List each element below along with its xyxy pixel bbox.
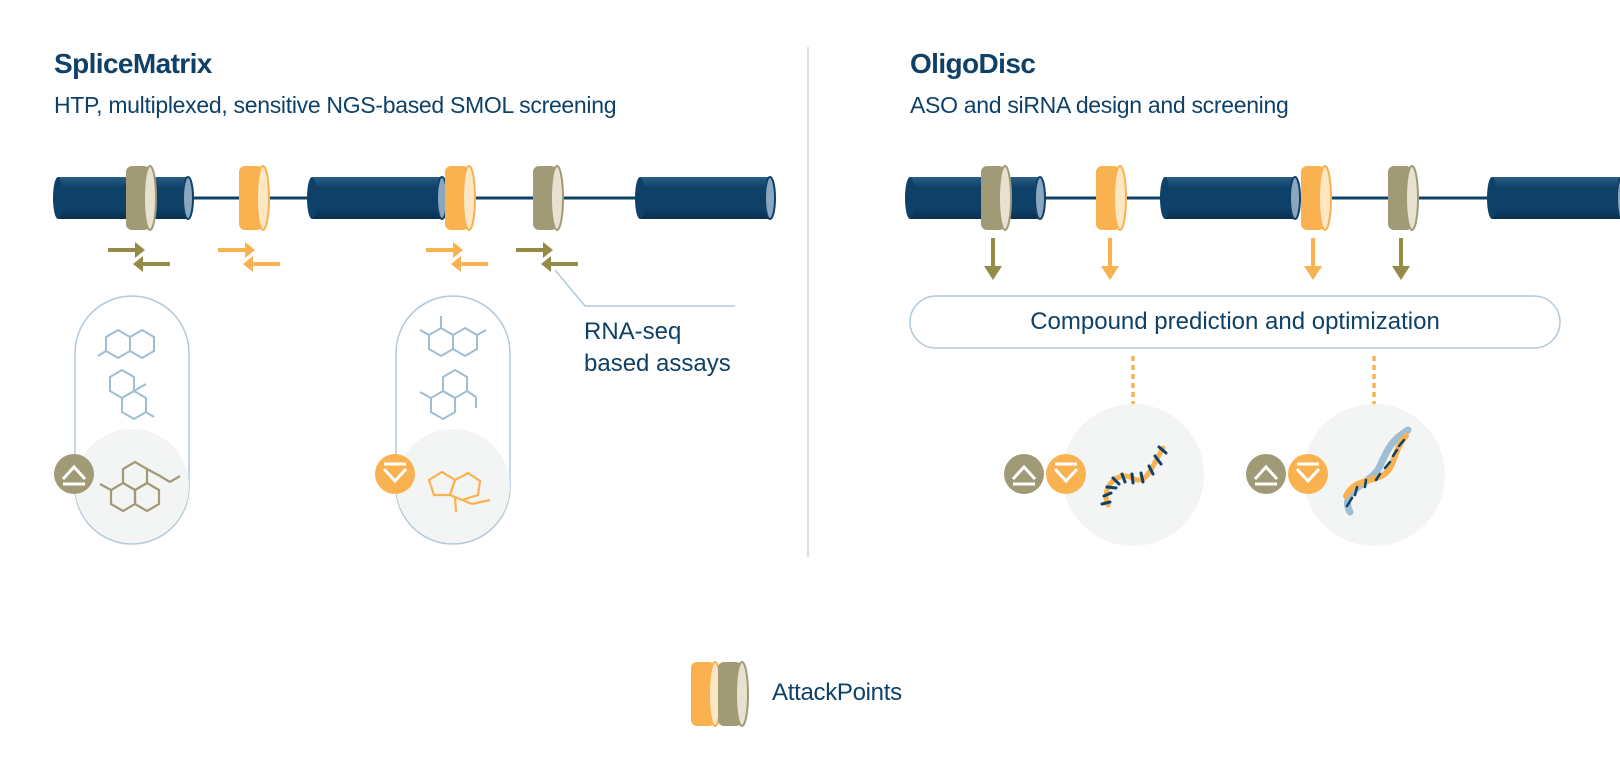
molecule-icon bbox=[419, 368, 477, 421]
attack-point-orange bbox=[1300, 165, 1332, 231]
down-arrow-orange bbox=[1302, 236, 1324, 282]
molecule-icon bbox=[427, 470, 491, 513]
oligo-result-2 bbox=[1244, 404, 1445, 546]
callout-line-1: RNA-seq bbox=[584, 318, 682, 345]
attack-point-orange bbox=[444, 165, 476, 231]
compound-prediction-box bbox=[909, 295, 1561, 349]
primer-pair-olive bbox=[106, 240, 172, 274]
rna-strand-icon bbox=[1100, 445, 1168, 508]
down-arrow-icon bbox=[1286, 452, 1330, 496]
down-arrow-olive bbox=[1390, 236, 1412, 282]
exon bbox=[1159, 176, 1301, 220]
right-panel-title: OligoDisc bbox=[910, 48, 1036, 79]
attack-point-orange bbox=[238, 165, 270, 231]
exon bbox=[52, 176, 194, 220]
compound-capsule-2 bbox=[373, 295, 511, 545]
up-arrow-icon bbox=[52, 452, 96, 496]
rna-seq-callout: RNA-seq based assays bbox=[584, 316, 731, 380]
down-arrow-orange bbox=[1099, 236, 1121, 282]
left-panel-subtitle: HTP, multiplexed, sensitive NGS-based SM… bbox=[54, 92, 617, 118]
left-panel-title: SpliceMatrix bbox=[54, 48, 212, 79]
target-arrows bbox=[982, 236, 1412, 282]
primer-pair-orange bbox=[424, 240, 490, 274]
left-gene-track bbox=[52, 165, 776, 231]
callout-leader-line bbox=[554, 269, 735, 307]
attack-point-olive bbox=[532, 165, 564, 231]
exon bbox=[634, 176, 776, 220]
attack-point-olive bbox=[125, 165, 157, 231]
molecule-icon bbox=[109, 368, 155, 421]
down-arrow-icon bbox=[373, 452, 417, 496]
callout-line-2: based assays bbox=[584, 350, 731, 377]
legend-label: AttackPoints bbox=[772, 679, 902, 706]
down-arrow-olive bbox=[982, 236, 1004, 282]
molecule-icon bbox=[99, 460, 181, 513]
primer-pair-olive bbox=[514, 240, 580, 274]
dna-helix-icon bbox=[1343, 426, 1412, 516]
oligo-result-1 bbox=[1002, 404, 1204, 546]
primer-pair-orange bbox=[216, 240, 282, 274]
down-arrow-icon bbox=[1044, 452, 1088, 496]
up-arrow-icon bbox=[1244, 452, 1288, 496]
exon bbox=[904, 176, 1046, 220]
molecule-icon bbox=[419, 316, 487, 358]
legend-attack-points-icon bbox=[690, 661, 749, 727]
compound-prediction-label: Compound prediction and optimization bbox=[1030, 308, 1440, 335]
exon bbox=[306, 176, 448, 220]
exon bbox=[1486, 176, 1620, 220]
right-gene-track bbox=[904, 165, 1620, 231]
up-arrow-icon bbox=[1002, 452, 1046, 496]
attack-point-orange bbox=[1095, 165, 1127, 231]
attack-point-olive bbox=[1387, 165, 1419, 231]
primer-pairs bbox=[106, 240, 580, 274]
right-panel-subtitle: ASO and siRNA design and screening bbox=[910, 92, 1289, 118]
attack-point-olive bbox=[980, 165, 1012, 231]
compound-capsule-1 bbox=[52, 295, 190, 545]
molecule-icon bbox=[97, 328, 155, 360]
